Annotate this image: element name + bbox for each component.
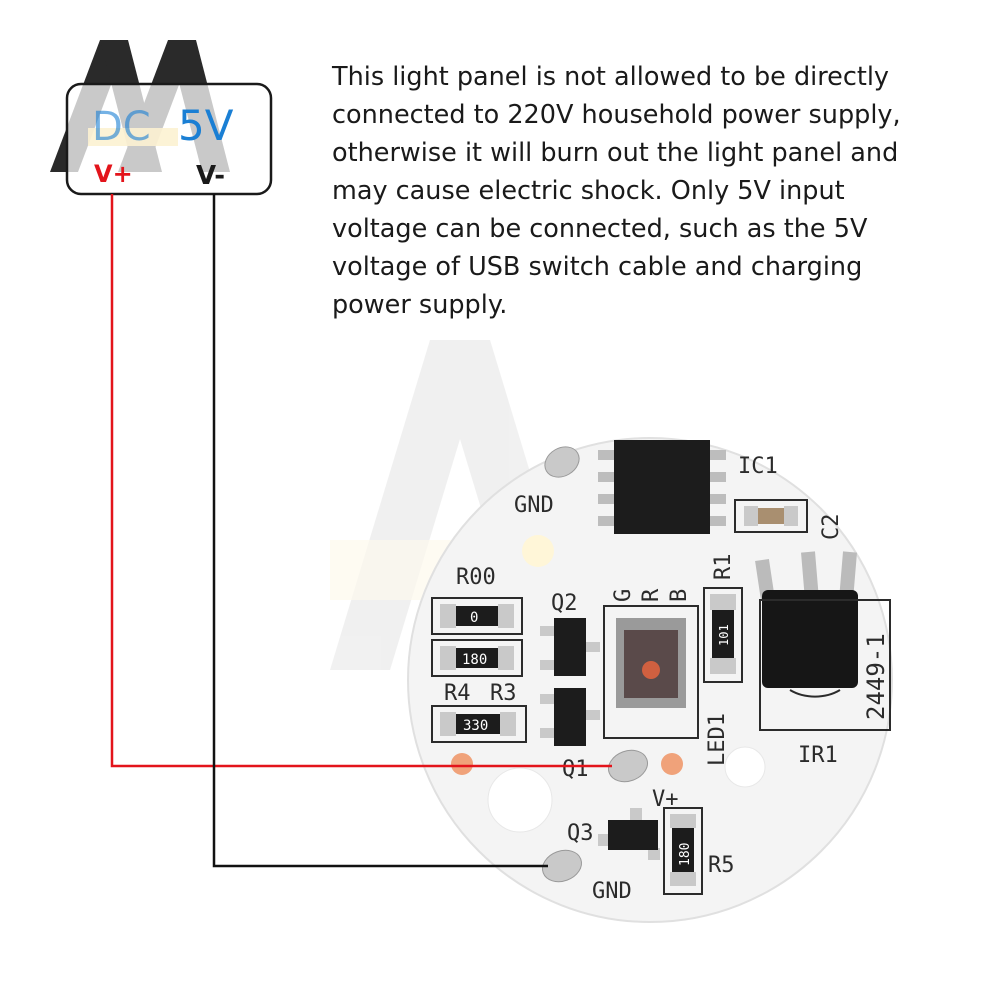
warning-line: connected to 220V household power supply… xyxy=(332,100,901,130)
ir1-receiver xyxy=(755,551,891,731)
q1-transistor xyxy=(540,688,600,746)
c2-label: C2 xyxy=(819,514,844,541)
warning-line: voltage of USB switch cable and charging xyxy=(332,252,863,282)
negative-terminal-label: V- xyxy=(196,161,225,191)
g-label: G xyxy=(611,589,636,602)
led1-rgb xyxy=(603,605,699,739)
r5-value: 180 xyxy=(678,843,693,866)
warning-line: voltage can be connected, such as the 5V xyxy=(332,214,868,244)
r00-label: R00 xyxy=(456,565,496,590)
ic1-chip xyxy=(598,440,726,534)
gnd-pad-bottom xyxy=(542,849,582,883)
r4-value: 180 xyxy=(462,652,487,668)
warning-line: may cause electric shock. Only 5V input xyxy=(332,176,845,206)
r3-value: 330 xyxy=(463,718,488,734)
q1-label: Q1 xyxy=(562,757,589,782)
v-plus-board-label: V+ xyxy=(652,787,679,812)
dc-label: DC xyxy=(92,104,151,150)
r4-label: R4 xyxy=(444,681,471,706)
pcb-board: IC1 C2 GND R00 0 Q2 G R B R1 101 2449-1 … xyxy=(407,437,893,923)
r3-label: R3 xyxy=(490,681,517,706)
r5-label: R5 xyxy=(708,853,735,878)
gnd-bottom-label: GND xyxy=(592,879,632,904)
r1-value: 101 xyxy=(717,624,731,646)
r1-resistor xyxy=(703,587,743,683)
r-label: R xyxy=(639,588,664,602)
r5-resistor xyxy=(663,807,703,895)
r00-resistor xyxy=(431,597,523,635)
negative-wire xyxy=(212,194,548,868)
part-number-label: 2449-1 xyxy=(862,633,890,720)
c2-capacitor xyxy=(734,499,808,533)
b-label: B xyxy=(667,589,692,602)
q3-transistor xyxy=(598,808,660,860)
r00-value: 0 xyxy=(470,610,478,626)
voltage-label: 5V xyxy=(178,101,234,150)
q3-label: Q3 xyxy=(567,821,594,846)
mounting-hole-left xyxy=(487,767,553,833)
gnd-pad-top xyxy=(544,446,580,478)
warning-line: otherwise it will burn out the light pan… xyxy=(332,138,899,168)
warning-line: power supply. xyxy=(332,290,508,320)
q2-label: Q2 xyxy=(551,591,578,616)
ic1-label: IC1 xyxy=(738,454,778,479)
power-label-box: DC 5V V+ V- xyxy=(65,82,273,196)
vplus-pad xyxy=(608,749,648,783)
r4-resistor xyxy=(431,639,523,677)
ir1-label: IR1 xyxy=(798,743,838,768)
gnd-top-label: GND xyxy=(514,493,554,518)
r1-label: R1 xyxy=(711,554,736,581)
led1-label: LED1 xyxy=(705,713,730,766)
warning-note: This light panel is not allowed to be di… xyxy=(332,58,932,324)
positive-terminal-label: V+ xyxy=(94,160,133,188)
warning-line: This light panel is not allowed to be di… xyxy=(332,62,890,92)
positive-wire xyxy=(110,194,612,768)
mounting-hole-right xyxy=(724,746,766,788)
r3-resistor xyxy=(431,705,527,743)
q2-transistor xyxy=(540,618,600,676)
